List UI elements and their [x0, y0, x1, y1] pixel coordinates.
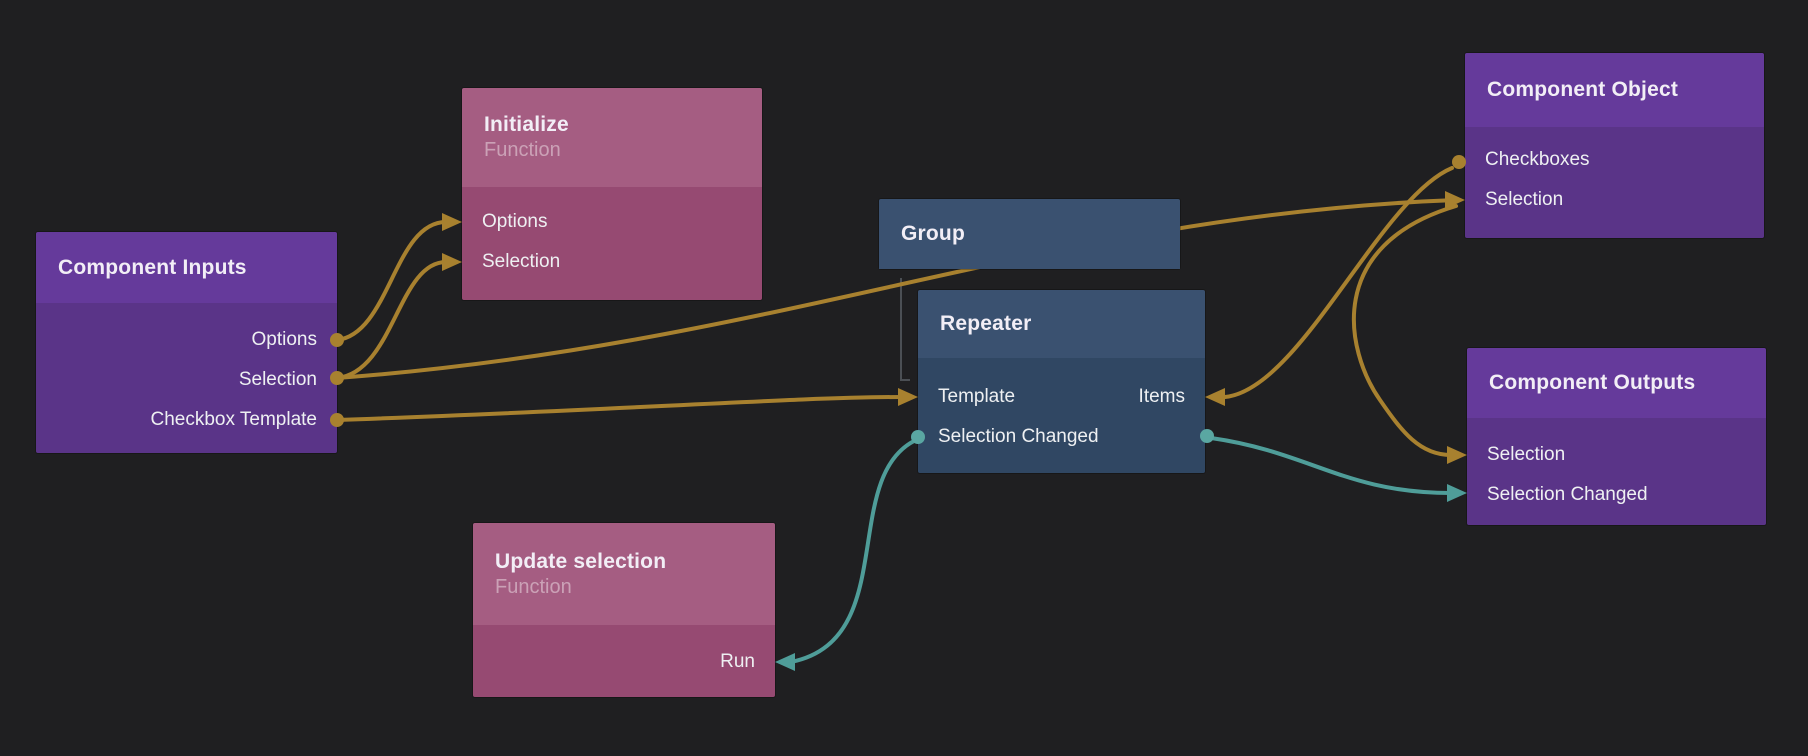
node-subtitle: Function	[484, 139, 561, 161]
node-component-inputs[interactable]: Component Inputs Options Selection Check…	[36, 232, 337, 453]
node-header: Repeater	[918, 290, 1205, 358]
port-selection[interactable]: Selection	[1467, 435, 1766, 475]
port-items[interactable]: Items	[1138, 386, 1185, 407]
node-title: Repeater	[940, 312, 1032, 335]
port-selection[interactable]: Selection	[1465, 180, 1764, 220]
wire-object-selection-to-outputs-selection[interactable]	[1351, 204, 1458, 457]
node-subtitle: Function	[495, 575, 572, 598]
port-options[interactable]: Options	[462, 202, 762, 242]
port-checkbox-template[interactable]: Checkbox Template	[36, 400, 337, 440]
port-options[interactable]: Options	[36, 320, 337, 360]
node-body: Options Selection Checkbox Template	[36, 303, 337, 453]
wire-checkboxes-to-items[interactable]	[1223, 166, 1454, 399]
node-title: Update selection	[495, 549, 667, 573]
node-body: Checkboxes Selection	[1465, 127, 1764, 238]
port-row-template-items: Template Items	[918, 377, 1205, 417]
wire-options-to-initialize[interactable]	[335, 220, 448, 342]
wire-selection-to-component-object[interactable]	[335, 198, 1458, 380]
node-component-object[interactable]: Component Object Checkboxes Selection	[1465, 53, 1764, 238]
port-label: Selection	[1485, 189, 1564, 210]
hierarchy-line-group-repeater	[900, 278, 910, 381]
node-header: Group	[879, 199, 1180, 269]
node-title: Group	[901, 222, 965, 245]
port-label: Checkbox Template	[150, 409, 317, 430]
node-update-selection[interactable]: Update selection Function Run	[473, 523, 775, 697]
wire-selection-changed-to-run[interactable]	[789, 439, 916, 664]
port-label: Selection	[238, 369, 317, 390]
port-label: Selection Changed	[938, 426, 1099, 447]
port-label: Checkboxes	[1485, 149, 1590, 170]
node-header: Initialize Function	[462, 88, 762, 187]
wire-selection-changed-to-outputs[interactable]	[1209, 436, 1453, 495]
node-header: Component Outputs	[1467, 348, 1766, 418]
node-title: Component Object	[1487, 78, 1679, 101]
node-header: Component Object	[1465, 53, 1764, 127]
port-checkboxes[interactable]: Checkboxes	[1465, 140, 1764, 180]
port-label: Selection	[1487, 444, 1566, 465]
node-title: Component Inputs	[58, 255, 247, 279]
node-body: Template Items Selection Changed	[918, 358, 1205, 473]
node-body: Options Selection	[462, 187, 762, 300]
node-header: Component Inputs	[36, 232, 337, 303]
port-selection-changed[interactable]: Selection Changed	[1467, 475, 1766, 515]
port-label: Options	[482, 211, 548, 232]
node-component-outputs[interactable]: Component Outputs Selection Selection Ch…	[1467, 348, 1766, 525]
port-label: Options	[251, 329, 317, 350]
node-repeater[interactable]: Repeater Template Items Selection Change…	[918, 290, 1205, 473]
node-body: Run	[473, 625, 775, 697]
node-initialize[interactable]: Initialize Function Options Selection	[462, 88, 762, 300]
port-label: Selection Changed	[1487, 484, 1648, 505]
node-title: Component Outputs	[1489, 371, 1696, 394]
node-title: Initialize	[484, 113, 569, 136]
port-run[interactable]: Run	[473, 642, 775, 682]
node-group[interactable]: Group	[879, 199, 1180, 269]
node-body: Selection Selection Changed	[1467, 418, 1766, 525]
node-header: Update selection Function	[473, 523, 775, 625]
port-template[interactable]: Template	[938, 386, 1016, 407]
port-label: Selection	[482, 251, 561, 272]
port-selection-changed[interactable]: Selection Changed	[918, 417, 1205, 457]
port-label: Run	[720, 651, 755, 672]
wire-checkbox-template-to-repeater[interactable]	[335, 395, 904, 422]
port-selection[interactable]: Selection	[36, 360, 337, 400]
port-selection[interactable]: Selection	[462, 242, 762, 282]
wire-selection-to-initialize[interactable]	[335, 260, 448, 380]
